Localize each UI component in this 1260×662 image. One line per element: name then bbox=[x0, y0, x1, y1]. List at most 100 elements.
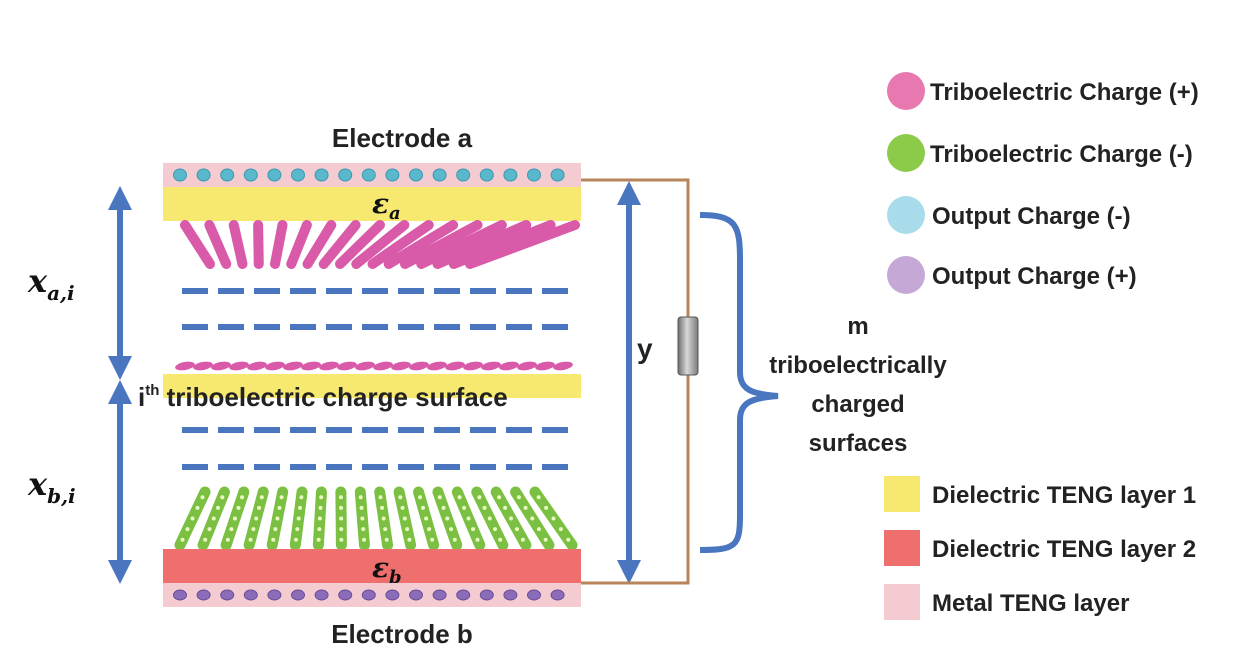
charge-highlight bbox=[418, 495, 423, 500]
legend-item-output-positive: Output Charge (+) bbox=[887, 256, 1137, 294]
output-charge-negative-icon bbox=[503, 168, 518, 182]
m-label-line3: charged bbox=[811, 391, 904, 418]
charge-highlight bbox=[536, 495, 541, 500]
surface-dash bbox=[254, 464, 280, 470]
charge-highlight bbox=[407, 537, 412, 542]
charge-highlight bbox=[317, 516, 322, 521]
output-charge-negative-icon bbox=[479, 168, 494, 182]
legend-item-dielectric-1: Dielectric TENG layer 1 bbox=[884, 476, 1196, 512]
surface-dash bbox=[182, 427, 208, 433]
surface-dash bbox=[398, 288, 424, 294]
m-label: m bbox=[847, 313, 868, 340]
output-charge-negative-icon bbox=[409, 168, 423, 182]
charge-highlight bbox=[203, 537, 208, 542]
legend-label: Dielectric TENG layer 1 bbox=[932, 482, 1196, 509]
charge-highlight bbox=[339, 537, 344, 542]
ith-surface-strip bbox=[163, 374, 581, 398]
output-charge-positive-icon bbox=[550, 589, 565, 601]
surface-dash bbox=[362, 288, 388, 294]
positive-charge-rod-icon bbox=[416, 220, 507, 269]
ith-surface-label: ith triboelectric charge surface bbox=[138, 382, 508, 412]
charge-highlight bbox=[207, 527, 212, 532]
charge-highlight bbox=[211, 516, 216, 521]
positive-charge-rod-icon bbox=[432, 220, 532, 269]
surface-dash bbox=[506, 324, 532, 330]
surface-dash bbox=[218, 464, 244, 470]
surface-dash bbox=[218, 288, 244, 294]
charge-highlight bbox=[405, 527, 410, 532]
surface-dash bbox=[362, 427, 388, 433]
x-b-label: xb,i bbox=[27, 465, 76, 508]
output-negative-swatch bbox=[887, 196, 925, 234]
charge-highlight bbox=[273, 527, 278, 532]
charge-highlight bbox=[220, 495, 225, 500]
positive-charge-icon bbox=[337, 361, 357, 371]
charge-highlight bbox=[251, 527, 256, 532]
output-charge-positive-icon bbox=[243, 589, 258, 601]
positive-charge-icon bbox=[409, 361, 429, 371]
charge-highlight bbox=[254, 516, 259, 521]
charge-highlight bbox=[514, 527, 519, 532]
surface-dash bbox=[542, 324, 568, 330]
charge-highlight bbox=[430, 537, 435, 542]
charge-highlight bbox=[384, 537, 389, 542]
surface-dash bbox=[398, 427, 424, 433]
charge-highlight bbox=[216, 505, 221, 510]
m-label-line4: surfaces bbox=[809, 430, 908, 457]
output-charge-positive-icon bbox=[267, 589, 282, 601]
charge-highlight bbox=[359, 505, 364, 510]
m-label-line2: triboelectrically bbox=[769, 352, 947, 379]
charge-surfaces-upper bbox=[182, 288, 568, 330]
output-charge-positive-icon bbox=[456, 589, 471, 601]
charge-highlight bbox=[275, 516, 280, 521]
external-circuit-wire bbox=[581, 178, 690, 585]
charge-highlight bbox=[190, 516, 195, 521]
charge-highlight bbox=[457, 495, 462, 500]
y-label: y bbox=[637, 333, 653, 364]
charge-highlight bbox=[487, 516, 492, 521]
positive-charge-icon bbox=[193, 361, 213, 371]
output-charge-negative-icon bbox=[314, 168, 329, 182]
positive-charge-rod-icon bbox=[286, 220, 312, 269]
positive-charge-rod-icon bbox=[400, 220, 483, 269]
surface-dash bbox=[254, 427, 280, 433]
legend-label: Triboelectric Charge (-) bbox=[930, 141, 1193, 168]
charge-highlight bbox=[339, 516, 344, 521]
output-charge-positive-icon bbox=[361, 589, 376, 601]
resistor-icon bbox=[677, 316, 699, 376]
output-charge-positive-icon bbox=[527, 589, 541, 601]
positive-charge-rod-icon bbox=[318, 220, 361, 269]
output-charge-positive-icon bbox=[338, 589, 353, 601]
surface-dash bbox=[362, 324, 388, 330]
output-charge-negative-icon bbox=[220, 168, 235, 182]
legend-item-tribo-positive: Triboelectric Charge (+) bbox=[887, 72, 1199, 110]
positive-charge-rod-icon bbox=[204, 220, 232, 269]
output-charge-negative-icon bbox=[338, 168, 353, 182]
output-charge-negative-icon bbox=[385, 168, 400, 182]
positive-charge-rod-icon bbox=[351, 220, 410, 269]
positive-charge-rod-icon bbox=[253, 220, 264, 269]
charge-highlight bbox=[236, 505, 241, 510]
legend-label: Dielectric TENG layer 2 bbox=[932, 536, 1196, 563]
legend-label: Metal TENG layer bbox=[932, 590, 1129, 617]
charge-highlight bbox=[383, 527, 388, 532]
output-charge-negative-icon bbox=[173, 168, 187, 182]
charge-highlight bbox=[180, 537, 185, 542]
electrode-a-label: Electrode a bbox=[332, 123, 473, 153]
output-charges-positive bbox=[173, 589, 565, 601]
surface-dash bbox=[398, 464, 424, 470]
output-charge-positive-icon bbox=[220, 589, 235, 601]
charge-highlight bbox=[259, 495, 264, 500]
output-charge-positive-icon bbox=[196, 589, 211, 601]
charge-highlight bbox=[462, 505, 467, 510]
charge-highlight bbox=[437, 495, 442, 500]
surface-dash bbox=[542, 288, 568, 294]
charge-highlight bbox=[558, 527, 563, 532]
charge-highlight bbox=[445, 516, 450, 521]
x-a-label: xa,i bbox=[27, 262, 75, 305]
charge-highlight bbox=[360, 516, 365, 521]
surface-dash bbox=[362, 464, 388, 470]
charge-highlight bbox=[544, 505, 549, 510]
surface-dash bbox=[218, 324, 244, 330]
